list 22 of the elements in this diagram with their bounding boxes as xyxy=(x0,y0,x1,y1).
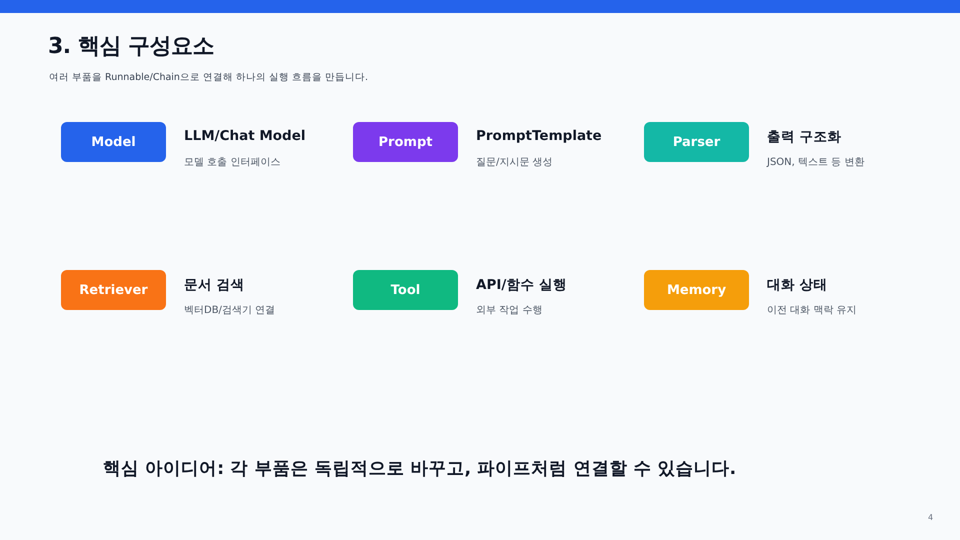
key-idea-text: 핵심 아이디어: 각 부품은 독립적으로 바꾸고, 파이프처럼 연결할 수 있습니다. xyxy=(103,458,736,480)
slide-subtitle: 여러 부품을 Runnable/Chain으로 연결해 하나의 실행 흐름을 만듭니다. xyxy=(49,71,368,84)
slide-title: 3. 핵심 구성요소 xyxy=(48,33,214,61)
component-description: JSON, 텍스트 등 변환 xyxy=(767,156,864,169)
component-tag: Memory xyxy=(644,270,749,310)
component-title: 대화 상태 xyxy=(767,276,828,294)
component-description: 외부 작업 수행 xyxy=(476,304,542,317)
component-tag: Model xyxy=(61,122,166,162)
component-description: 벡터DB/검색기 연결 xyxy=(184,304,276,317)
page-number: 4 xyxy=(928,513,934,522)
component-tag: Parser xyxy=(644,122,749,162)
component-title: PromptTemplate xyxy=(476,128,602,144)
component-tag: Prompt xyxy=(353,122,458,162)
component-title: API/함수 실행 xyxy=(476,276,567,294)
component-tag: Retriever xyxy=(61,270,166,310)
component-description: 모델 호출 인터페이스 xyxy=(184,156,280,169)
component-title: 출력 구조화 xyxy=(767,128,842,146)
component-tag: Tool xyxy=(353,270,458,310)
component-description: 질문/지시문 생성 xyxy=(476,156,553,169)
component-title: LLM/Chat Model xyxy=(184,128,306,144)
component-title: 문서 검색 xyxy=(184,276,245,294)
component-description: 이전 대화 맥락 유지 xyxy=(767,304,857,317)
